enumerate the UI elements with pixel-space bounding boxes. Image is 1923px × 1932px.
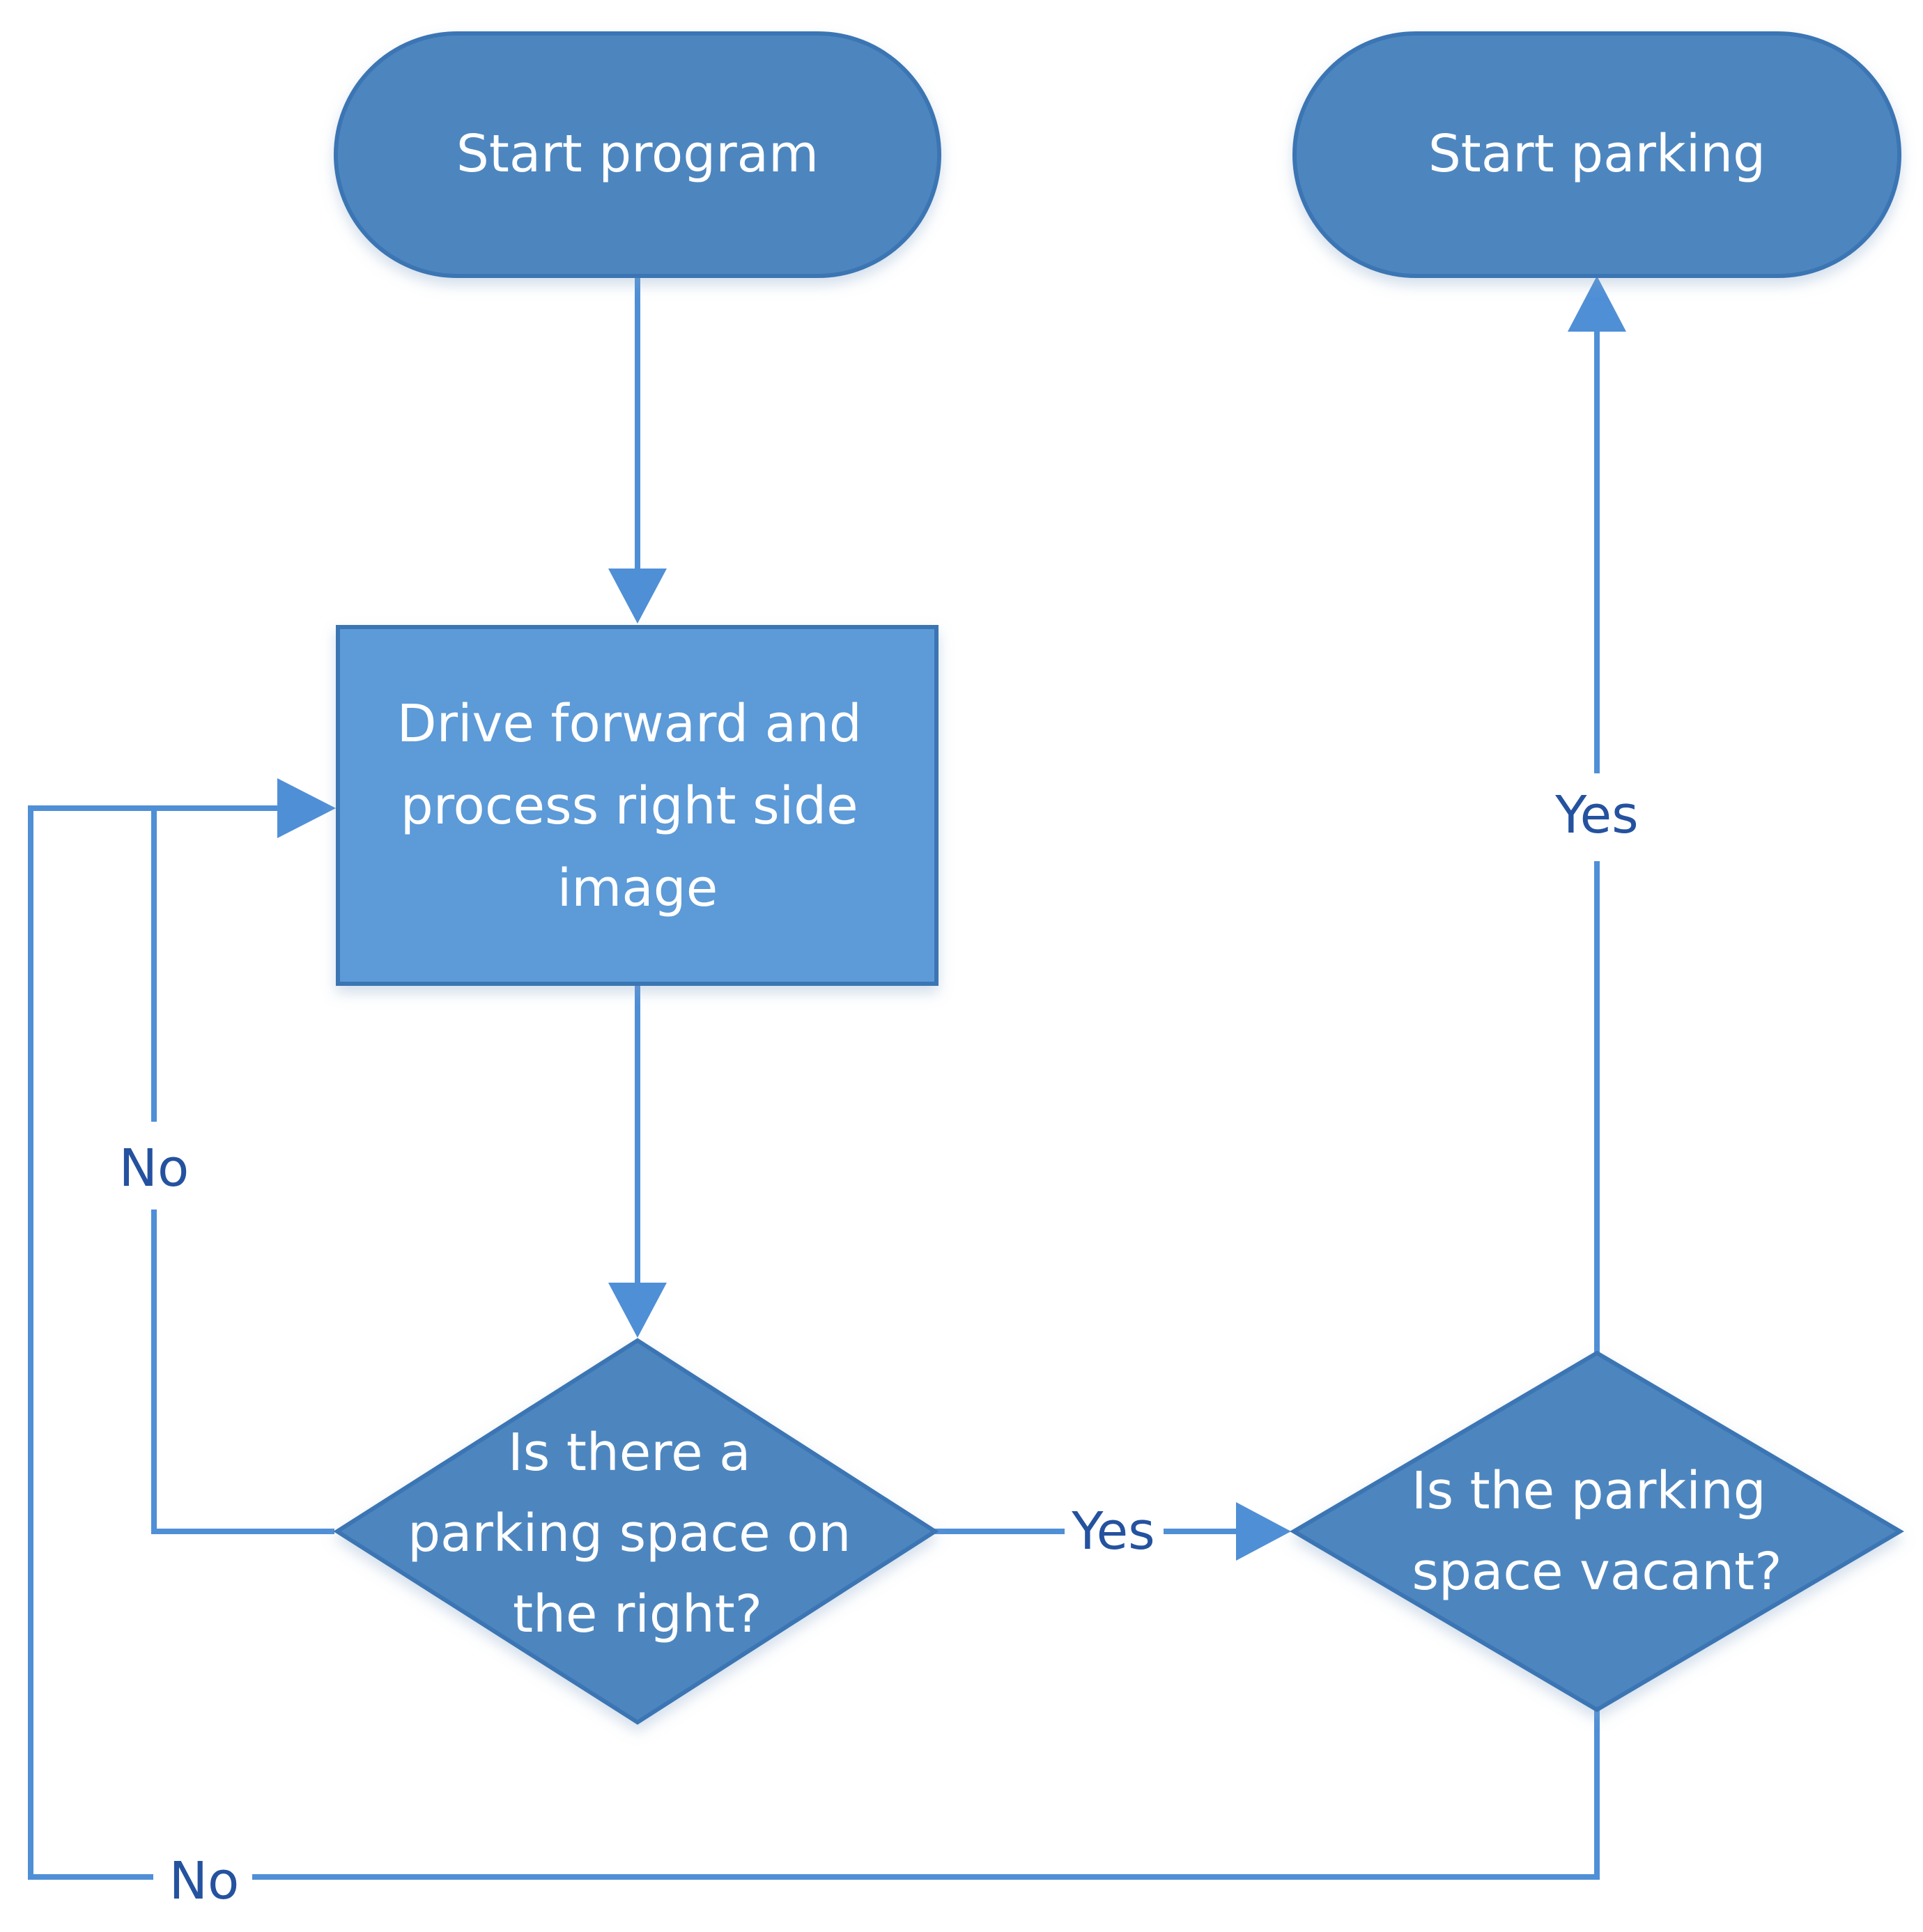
arrowhead-down-drive: [608, 569, 667, 624]
connectors: [28, 276, 1626, 1880]
node-label-start-program: Start program: [456, 124, 819, 184]
arrowhead-right-drive: [277, 778, 336, 838]
node-label-is-vacant: Is the parking space vacant?: [1412, 1461, 1782, 1602]
node-drive-forward: Drive forward and process right side ima…: [336, 625, 939, 986]
arrowhead-right-vacant: [1236, 1502, 1291, 1561]
node-is-parking-space: Is there a parking space on the right?: [333, 1338, 939, 1725]
node-is-vacant: Is the parking space vacant?: [1290, 1350, 1904, 1713]
node-label-is-parking-space: Is there a parking space on the right?: [408, 1423, 867, 1644]
node-start-program: Start program: [334, 31, 941, 278]
node-label-drive-forward: Drive forward and process right side ima…: [397, 694, 879, 918]
edge-decision-no: [151, 808, 334, 1534]
label-decision-yes: Yes: [1071, 1501, 1154, 1561]
arrowhead-down-decision: [608, 1283, 667, 1338]
label-decision-no: No: [119, 1138, 190, 1198]
arrowhead-up-parking: [1568, 276, 1626, 332]
nodes: Start program Start parking Drive forwar…: [333, 31, 1904, 1725]
edge-labels: No No Yes Yes: [103, 773, 1654, 1915]
label-vacant-yes: Yes: [1554, 785, 1638, 845]
node-label-start-parking: Start parking: [1428, 124, 1766, 184]
label-vacant-no: No: [169, 1851, 240, 1911]
node-start-parking: Start parking: [1292, 31, 1901, 278]
edge-vacant-no: [28, 805, 1600, 1880]
